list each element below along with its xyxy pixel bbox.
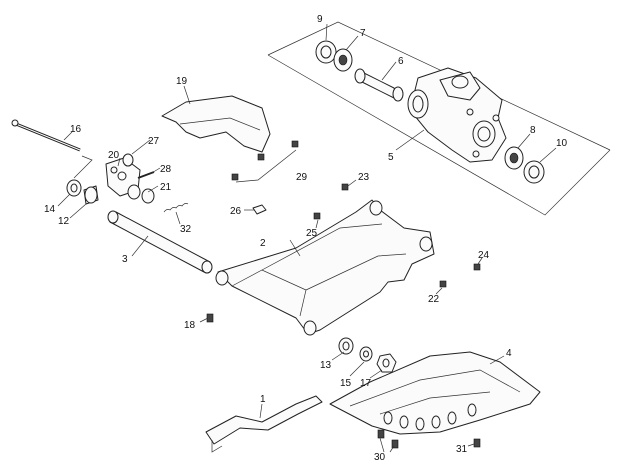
part-29-bolts xyxy=(231,140,299,183)
callout-20: 20 xyxy=(108,150,120,161)
callout-23: 23 xyxy=(358,172,370,183)
callout-29: 29 xyxy=(296,172,308,183)
part-26-clip xyxy=(252,204,267,215)
callout-8: 8 xyxy=(530,125,536,136)
callout-27: 27 xyxy=(148,136,160,147)
callout-5: 5 xyxy=(388,152,394,163)
part-6-sleeve xyxy=(354,68,404,102)
part-10-washer xyxy=(523,160,545,184)
callout-31: 31 xyxy=(456,444,468,455)
callout-32: 32 xyxy=(180,224,192,235)
callout-17: 17 xyxy=(360,378,372,389)
callout-21: 21 xyxy=(160,182,172,193)
pivot-assembly-frame xyxy=(267,21,611,216)
part-24-bolt xyxy=(473,263,481,271)
callout-15: 15 xyxy=(340,378,352,389)
part-25-bolt xyxy=(313,212,321,220)
part-30-bolt-2 xyxy=(391,439,399,449)
part-13-spacer xyxy=(338,337,354,355)
callout-26: 26 xyxy=(230,206,242,217)
callout-10: 10 xyxy=(556,138,568,149)
part-21-roller xyxy=(127,184,155,204)
callout-7: 7 xyxy=(360,28,366,39)
part-1-chain-guide xyxy=(205,395,323,453)
callout-19: 19 xyxy=(176,76,188,87)
part-2-swing-arm xyxy=(215,199,435,336)
callout-1: 1 xyxy=(260,394,266,405)
part-27-washer xyxy=(122,153,134,167)
callout-4: 4 xyxy=(506,348,512,359)
part-23-bolt xyxy=(341,183,349,191)
callout-22: 22 xyxy=(428,294,440,305)
part-8-bearing xyxy=(504,146,524,170)
callout-28: 28 xyxy=(160,164,172,175)
part-3-axle-tube xyxy=(107,210,213,274)
part-14-bushing xyxy=(66,179,82,197)
part-18-bolt xyxy=(206,313,214,323)
bolt-guide-line xyxy=(73,155,93,179)
callout-6: 6 xyxy=(398,56,404,67)
part-12-spacer xyxy=(83,185,99,205)
leader-lines xyxy=(57,23,557,453)
part-4-skid-plate xyxy=(329,351,541,435)
callout-13: 13 xyxy=(320,360,332,371)
part-15-washer xyxy=(359,346,373,362)
callout-25: 25 xyxy=(306,228,318,239)
part-5-pivot-housing xyxy=(407,67,507,163)
callout-3: 3 xyxy=(122,254,128,265)
callout-16: 16 xyxy=(70,124,82,135)
part-17-nut xyxy=(376,353,397,373)
callout-14: 14 xyxy=(44,204,56,215)
callout-18: 18 xyxy=(184,320,196,331)
callout-24: 24 xyxy=(478,250,490,261)
callout-9: 9 xyxy=(317,14,323,25)
callout-2: 2 xyxy=(260,238,266,249)
part-7-bearing xyxy=(333,48,353,72)
part-22-bolt xyxy=(439,280,447,288)
part-32-spring xyxy=(163,202,189,213)
part-9-washer xyxy=(315,40,337,64)
callout-labels: 9 2 3 4 5 6 7 8 10 12 13 14 15 16 17 18 … xyxy=(44,14,568,463)
callout-12: 12 xyxy=(58,216,70,227)
callout-30: 30 xyxy=(374,452,386,463)
part-16-long-bolt xyxy=(11,119,81,152)
part-19-chain-guard xyxy=(161,95,271,153)
part-30-bolt xyxy=(377,429,385,439)
part-31-bolt xyxy=(473,438,481,448)
